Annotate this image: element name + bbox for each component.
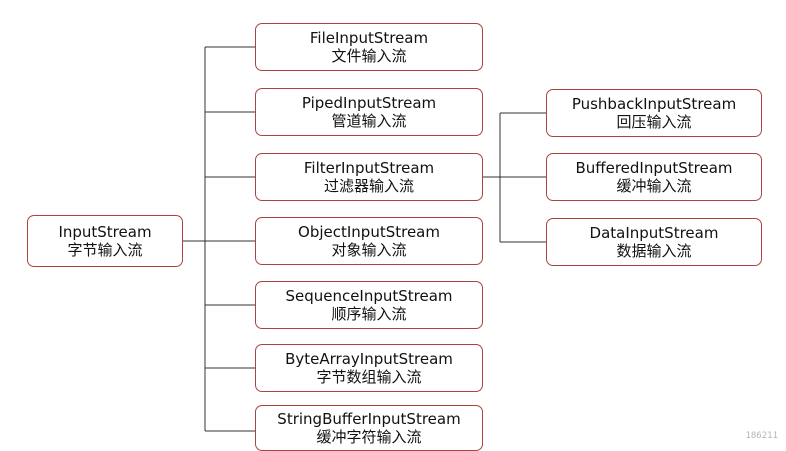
node-label-en: ByteArrayInputStream [285, 350, 453, 368]
node-label-en: InputStream [58, 223, 152, 241]
node-input-stream: InputStream 字节输入流 [27, 215, 183, 267]
node-label-en: PipedInputStream [301, 94, 437, 112]
node-file-input-stream: FileInputStream 文件输入流 [255, 23, 483, 71]
node-label-en: PushbackInputStream [571, 95, 737, 113]
node-byte-array-input-stream: ByteArrayInputStream 字节数组输入流 [255, 344, 483, 392]
node-label-en: FilterInputStream [303, 159, 435, 177]
node-data-input-stream: DataInputStream 数据输入流 [546, 218, 762, 266]
node-object-input-stream: ObjectInputStream 对象输入流 [255, 217, 483, 265]
node-buffered-input-stream: BufferedInputStream 缓冲输入流 [546, 153, 762, 201]
node-label-en: DataInputStream [589, 224, 719, 242]
node-sequence-input-stream: SequenceInputStream 顺序输入流 [255, 281, 483, 329]
node-pushback-input-stream: PushbackInputStream 回压输入流 [546, 89, 762, 137]
node-label-zh: 文件输入流 [331, 47, 407, 65]
node-string-buffer-input-stream: StringBufferInputStream 缓冲字符输入流 [255, 405, 483, 451]
node-label-zh: 对象输入流 [331, 241, 407, 259]
watermark-id: 186211 [745, 431, 778, 441]
node-label-en: ObjectInputStream [298, 223, 440, 241]
node-label-en: StringBufferInputStream [277, 410, 461, 428]
node-filter-input-stream: FilterInputStream 过滤器输入流 [255, 153, 483, 201]
node-label-en: BufferedInputStream [575, 159, 733, 177]
node-label-zh: 缓冲字符输入流 [316, 428, 422, 446]
node-label-en: SequenceInputStream [285, 287, 453, 305]
node-label-zh: 缓冲输入流 [616, 177, 692, 195]
node-label-zh: 顺序输入流 [331, 305, 407, 323]
node-label-en: FileInputStream [309, 29, 429, 47]
node-piped-input-stream: PipedInputStream 管道输入流 [255, 88, 483, 136]
node-label-zh: 数据输入流 [616, 242, 692, 260]
node-label-zh: 字节数组输入流 [316, 368, 422, 386]
node-label-zh: 过滤器输入流 [323, 177, 414, 195]
node-label-zh: 字节输入流 [67, 241, 143, 259]
node-label-zh: 管道输入流 [331, 112, 407, 130]
node-label-zh: 回压输入流 [616, 113, 692, 131]
